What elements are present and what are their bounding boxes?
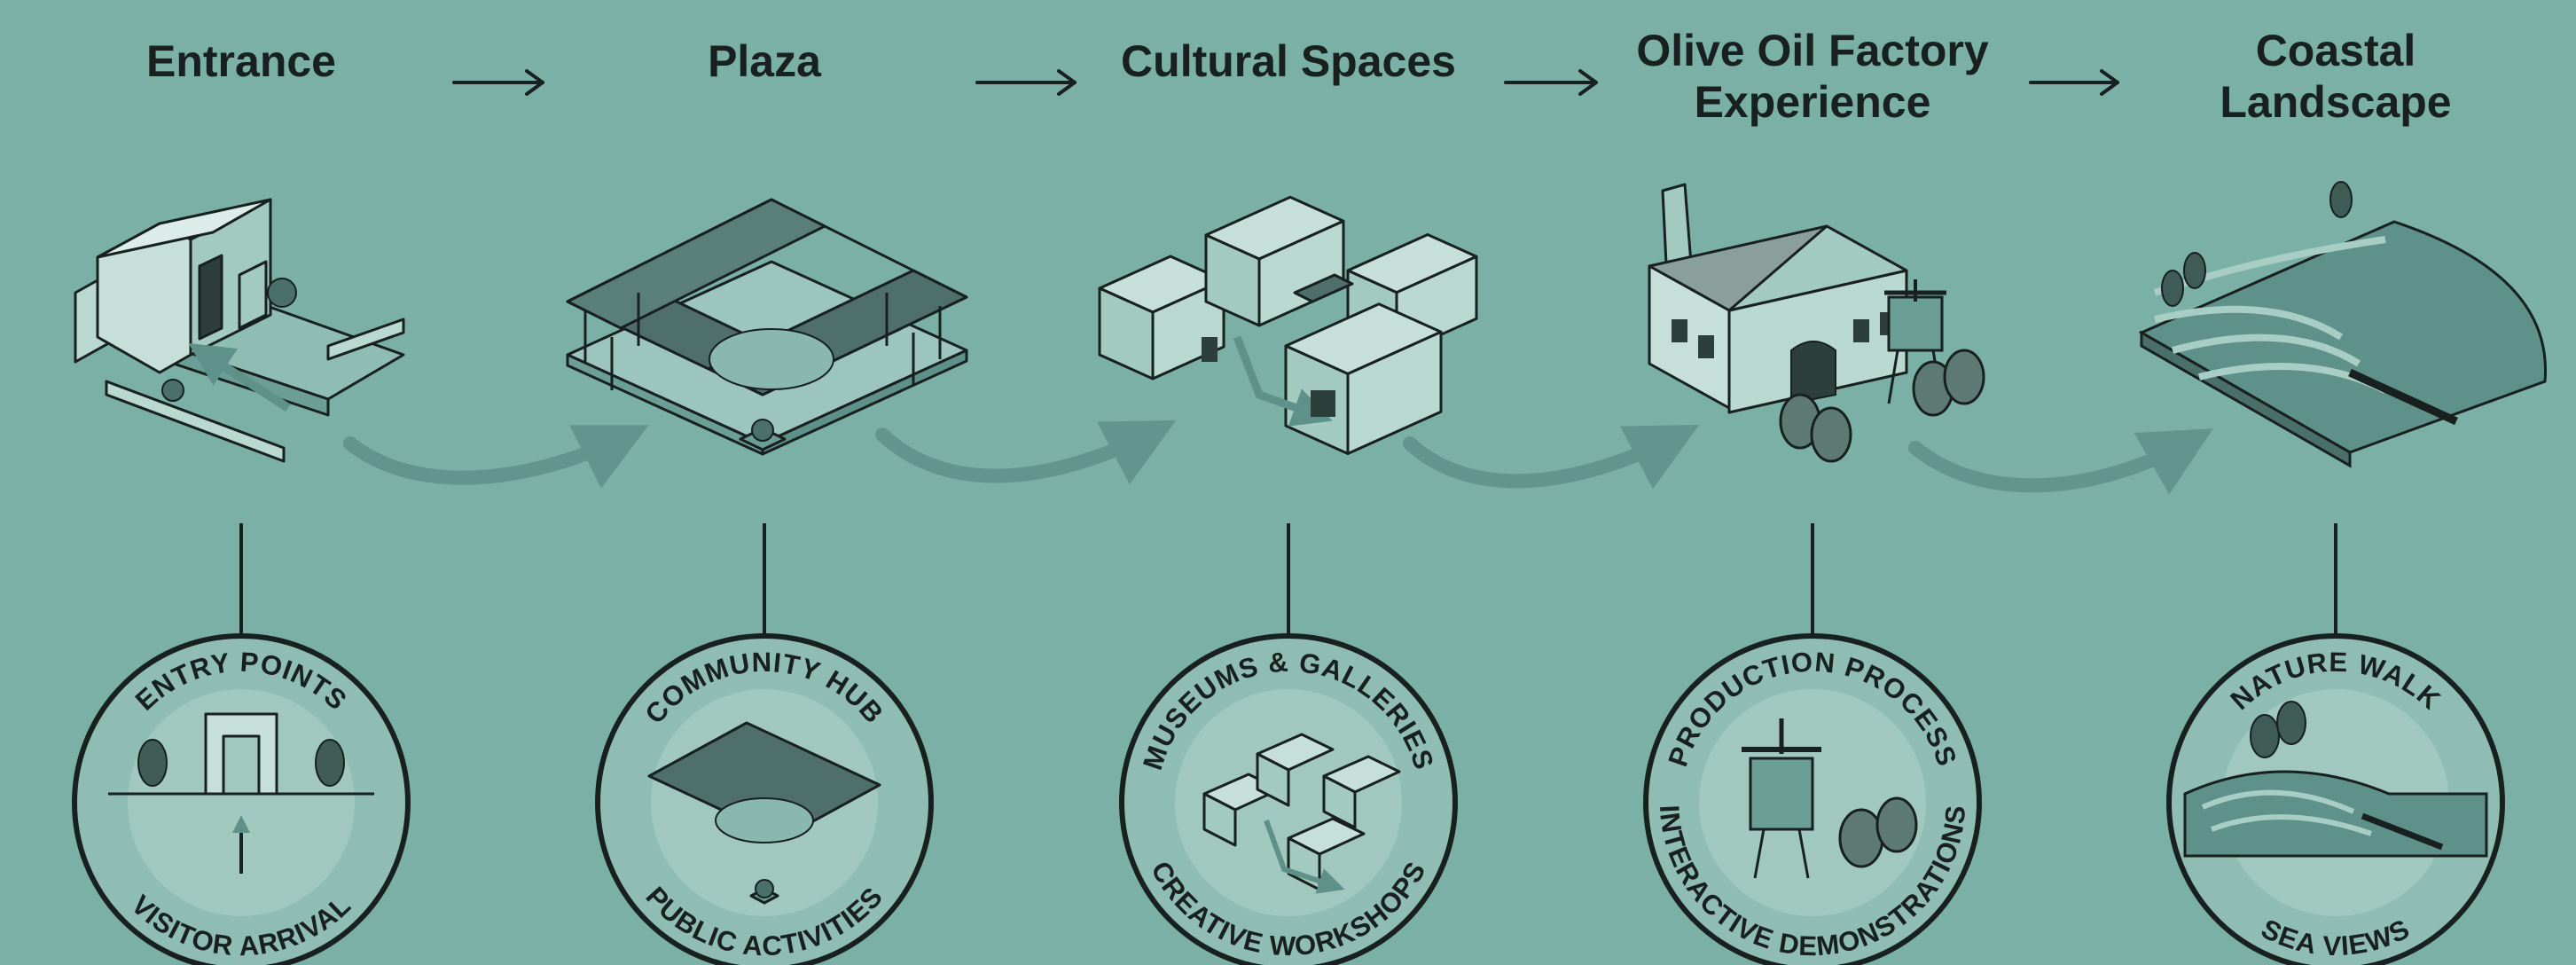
connector-arrow [2029,69,2119,96]
flow-arrow [1908,428,2213,495]
connector-arrow [975,69,1077,96]
connector-arrow [452,69,544,96]
flow-arrow [875,420,1177,485]
entrance-gate-icon [74,198,405,463]
circle-illustration [1202,733,1401,894]
cultural-buildings-icon [1098,195,1478,455]
stage-title-cultural-spaces: Cultural Spaces [1121,36,1456,86]
olive-oil-factory-icon [1648,183,1985,463]
coastal-landscape-icon [2138,181,2548,468]
stage-title-olive-oil-factory: Olive Oil Factory Experience [1636,26,1989,127]
circle-illustration [108,712,374,874]
circle-illustration [2183,701,2488,858]
flow-arrow [1403,424,1700,490]
flow-arrow [343,425,649,489]
connector-arrow [1504,69,1598,96]
connectors-layer [452,69,2119,96]
plaza-pergola-icon [566,198,968,456]
illustrations-layer [74,181,2548,468]
stage-title-coastal-landscape: Coastal Landscape [2220,26,2452,127]
circle-illustration [1742,718,1918,879]
circle-illustration [647,721,881,905]
flow-arrows-layer [343,420,2213,495]
stage-title-entrance: Entrance [146,36,336,86]
stage-title-plaza: Plaza [708,36,821,86]
